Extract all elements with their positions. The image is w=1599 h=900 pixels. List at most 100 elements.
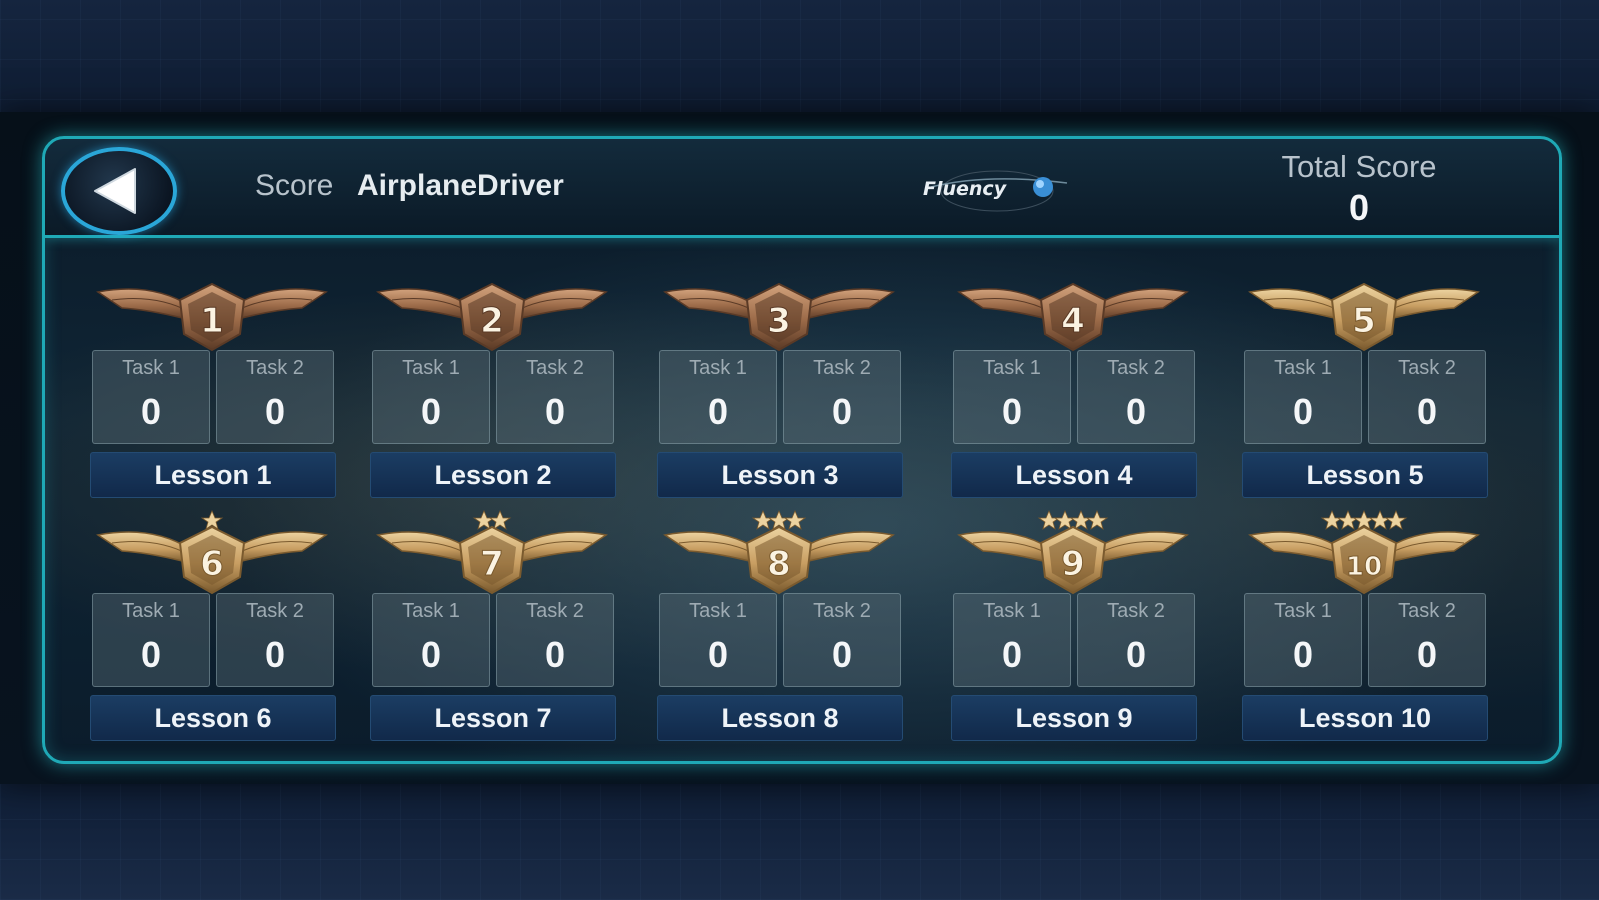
rank-badge-icon: 1 [92,262,332,358]
task-label: Task 2 [813,600,871,622]
total-score-label: Total Score [1281,149,1437,184]
svg-text:6: 6 [200,544,224,584]
task-label: Task 1 [1274,600,1332,622]
task-score-value: 0 [1416,391,1438,432]
lesson-label[interactable]: Lesson 8 [657,695,903,741]
task-label: Task 2 [813,357,871,379]
lesson-label[interactable]: Lesson 6 [90,695,336,741]
task-score-value: 0 [1001,634,1023,675]
lesson-label[interactable]: Lesson 7 [370,695,616,741]
lesson-scores-panel: Score AirplaneDriver Fluency Total Score… [42,136,1562,764]
rank-badge-icon: 9 [953,505,1193,601]
task-score-value: 0 [140,391,162,432]
task-score-box: Task 2 0 [783,350,901,444]
task-label: Task 1 [983,357,1041,379]
rank-badge-icon: 3 [659,262,899,358]
back-arrow-icon [94,168,136,214]
task-score-box: Task 2 0 [1368,350,1486,444]
task-label: Task 1 [122,600,180,622]
svg-text:10: 10 [1346,552,1382,582]
task-label: Task 2 [1107,357,1165,379]
rank-badge-icon: 7 [372,505,612,601]
task-score-box: Task 2 0 [1368,593,1486,687]
task-score-value: 0 [1001,391,1023,432]
task-label: Task 2 [526,357,584,379]
svg-text:7: 7 [480,544,504,584]
task-score-value: 0 [831,391,853,432]
lesson-label[interactable]: Lesson 9 [951,695,1197,741]
svg-text:3: 3 [767,301,791,341]
task-score-value: 0 [140,634,162,675]
task-label: Task 1 [1274,357,1332,379]
task-score-box: Task 1 0 [1244,350,1362,444]
svg-text:2: 2 [480,301,504,341]
rank-badge-icon: 10 [1244,505,1484,601]
task-label: Task 1 [402,357,460,379]
rank-badge-icon: 5 [1244,262,1484,358]
score-header: Score AirplaneDriver Fluency Total Score… [45,139,1559,238]
task-score-value: 0 [1125,391,1147,432]
task-score-box: Task 1 0 [372,350,490,444]
task-label: Task 1 [689,357,747,379]
task-score-value: 0 [544,634,566,675]
total-score-value: 0 [1348,187,1370,228]
task-label: Task 2 [1398,357,1456,379]
task-score-value: 0 [544,391,566,432]
rank-badge-icon: 4 [953,262,1193,358]
task-score-value: 0 [420,391,442,432]
rank-badge-icon: 2 [372,262,612,358]
task-score-value: 0 [831,634,853,675]
lesson-label[interactable]: Lesson 4 [951,452,1197,498]
fluency-logo: Fluency [923,170,1068,212]
task-score-value: 0 [1416,634,1438,675]
task-label: Task 1 [122,357,180,379]
svg-text:Fluency: Fluency [923,178,1008,200]
player-name: AirplaneDriver [357,169,564,202]
lesson-label[interactable]: Lesson 5 [1242,452,1488,498]
task-score-value: 0 [264,634,286,675]
task-score-box: Task 2 0 [783,593,901,687]
task-score-box: Task 2 0 [496,350,614,444]
task-label: Task 1 [689,600,747,622]
task-score-box: Task 1 0 [92,350,210,444]
task-score-box: Task 1 0 [92,593,210,687]
task-label: Task 1 [402,600,460,622]
task-label: Task 2 [246,600,304,622]
task-label: Task 2 [246,357,304,379]
svg-text:4: 4 [1061,301,1085,341]
task-label: Task 2 [526,600,584,622]
lesson-label[interactable]: Lesson 3 [657,452,903,498]
lesson-label[interactable]: Lesson 1 [90,452,336,498]
task-label: Task 2 [1398,600,1456,622]
task-label: Task 1 [983,600,1041,622]
lesson-label[interactable]: Lesson 10 [1242,695,1488,741]
score-label: Score [255,169,334,202]
task-score-box: Task 2 0 [1077,593,1195,687]
svg-text:9: 9 [1061,544,1085,584]
back-button[interactable] [61,147,177,235]
task-score-box: Task 1 0 [953,593,1071,687]
task-score-box: Task 2 0 [1077,350,1195,444]
task-score-value: 0 [707,391,729,432]
task-score-box: Task 1 0 [659,350,777,444]
task-score-value: 0 [1292,391,1314,432]
task-score-box: Task 2 0 [216,593,334,687]
lesson-label[interactable]: Lesson 2 [370,452,616,498]
task-label: Task 2 [1107,600,1165,622]
task-score-value: 0 [1125,634,1147,675]
rank-badge-icon: 8 [659,505,899,601]
svg-text:5: 5 [1352,301,1376,341]
